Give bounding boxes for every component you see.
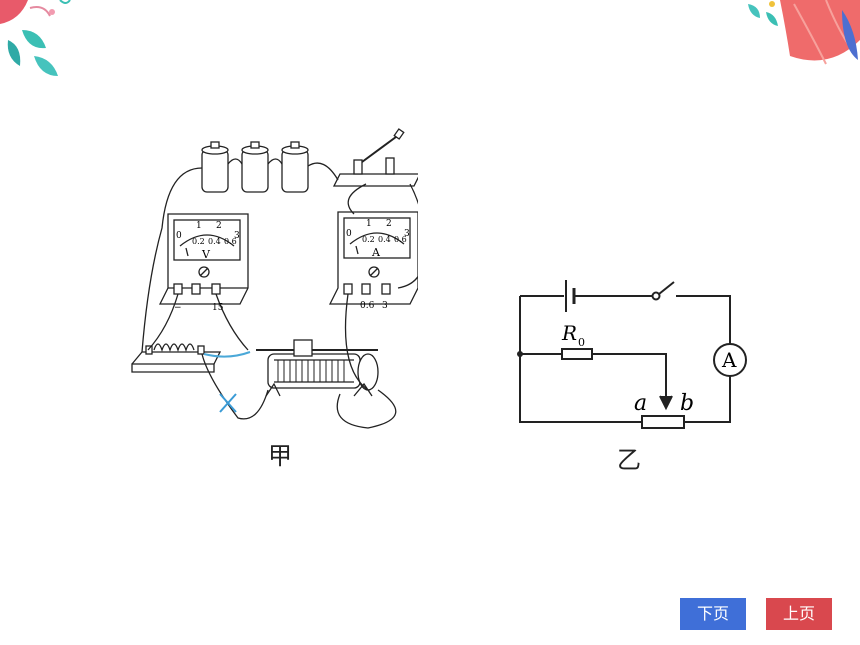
ammeter-scale-3: 3	[404, 229, 410, 239]
ammeter-terminal-3: 3	[382, 301, 388, 311]
voltmeter-scale-low-2: 0.4	[208, 237, 221, 246]
previous-page-button[interactable]: 上页	[766, 598, 832, 630]
voltmeter-scale-low-3: 0.6	[224, 237, 237, 246]
voltmeter-terminal-minus: −	[174, 303, 182, 313]
cross-mark	[219, 393, 237, 413]
knife-switch	[332, 128, 418, 187]
voltmeter-scale-low-1: 0.2	[192, 237, 205, 246]
ammeter-scale-1: 1	[366, 219, 372, 229]
ammeter-label: A	[721, 348, 737, 372]
ammeter-symbol: A	[371, 246, 381, 259]
switch-symbol	[651, 281, 675, 301]
voltmeter-scale-0: 0	[176, 231, 182, 241]
corner-leaf-decoration-right	[748, 0, 860, 65]
ammeter-scale-2: 2	[386, 219, 392, 229]
ammeter-scale-0: 0	[346, 229, 352, 239]
highlighted-wire	[203, 351, 251, 358]
battery-cell-2	[241, 141, 269, 193]
figure-caption-jia: 甲	[268, 442, 292, 470]
voltmeter-scale-2: 2	[216, 221, 222, 231]
voltmeter-scale-1: 1	[196, 221, 202, 231]
resistor-coil-board	[131, 343, 222, 373]
voltmeter-terminal-15: 15	[212, 303, 224, 313]
voltmeter	[158, 213, 249, 305]
circuit-schematic: R 0 A a b	[517, 280, 747, 429]
resistor-subscript: 0	[578, 336, 585, 349]
figure-caption-yi: 乙	[617, 446, 641, 474]
physical-circuit-diagram: 0 1 2 3 0.2 0.4 0.6 V − 15 0 1 2 3 0.2 0…	[131, 128, 418, 429]
corner-leaf-decoration-left	[0, 0, 71, 76]
rheostat-end-a: a	[634, 391, 647, 416]
voltmeter-symbol: V	[201, 248, 211, 261]
resistor-r0	[561, 348, 593, 360]
ammeter-scale-low-2: 0.4	[378, 235, 391, 244]
resistor-label: R	[561, 321, 577, 345]
battery-cell-3	[281, 141, 309, 193]
battery-cell-1	[201, 141, 229, 193]
voltmeter-scale-3: 3	[234, 231, 240, 241]
rheostat-end-b: b	[680, 391, 694, 416]
junction-node	[517, 351, 523, 357]
ammeter	[328, 211, 418, 305]
rheostat-resistor	[641, 415, 685, 429]
sliding-rheostat	[256, 339, 379, 397]
ammeter-terminal-06: 0.6	[360, 301, 375, 311]
next-page-button[interactable]: 下页	[680, 598, 746, 630]
ammeter-scale-low-1: 0.2	[362, 235, 375, 244]
ammeter-scale-low-3: 0.6	[394, 235, 407, 244]
